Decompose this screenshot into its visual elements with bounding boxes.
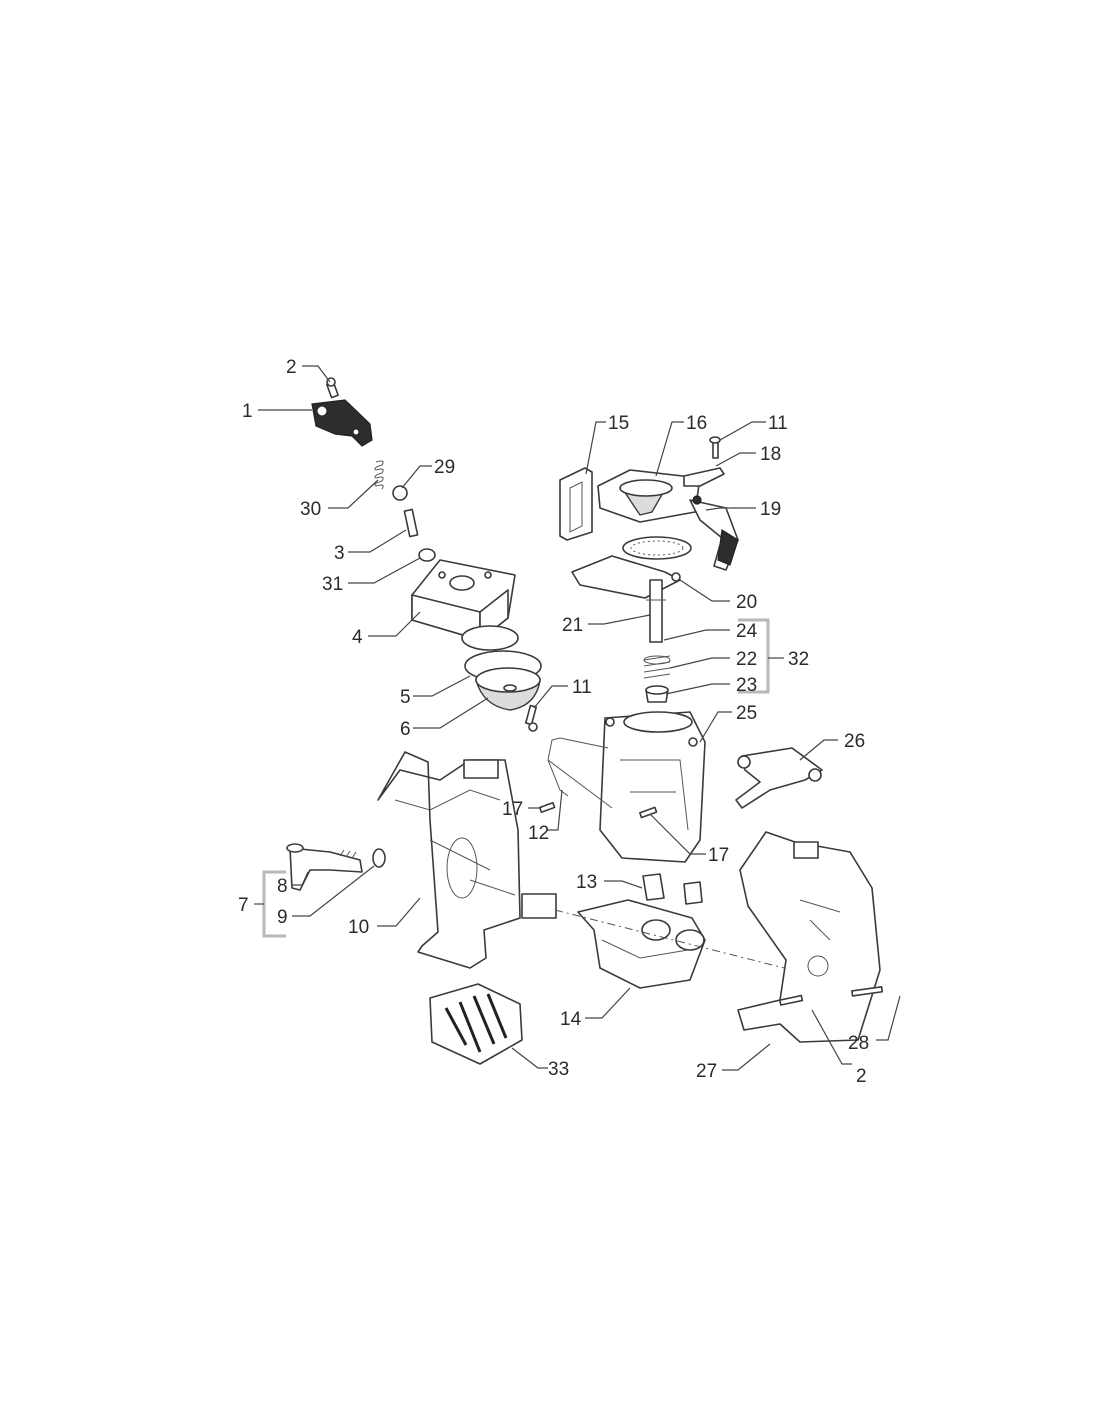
part-14-carriage [577,899,706,989]
callout-23: 23 [736,675,757,696]
part-21-shaft [646,579,666,643]
callout-20: 20 [736,592,757,613]
callout-22: 22 [736,649,757,670]
part-6-filter [475,667,541,711]
callout-17: 17 [502,799,523,820]
callout-11: 11 [572,677,592,698]
axis-line [554,909,801,973]
callout-12: 12 [528,823,549,844]
part-16-funnel [597,469,701,523]
callout-9: 9 [277,907,288,928]
part-20-plate [571,536,692,599]
part-19-lever [689,495,739,571]
part-13-block-a [642,873,665,901]
part-33-grille [429,983,523,1065]
part-12-wire-clip [547,737,613,809]
part-2-screw-bottom [779,994,804,1006]
callout-2: 2 [286,357,297,378]
part-23-cap [645,685,669,703]
callout-3: 3 [334,543,345,564]
callout-7: 7 [238,895,249,916]
callout-25: 25 [736,703,757,724]
part-1-bracket [311,399,373,447]
callout-32: 32 [788,649,809,670]
callout-5: 5 [400,687,411,708]
callout-31: 31 [322,574,343,595]
callout-24: 24 [736,621,758,642]
part-18-bracket [683,467,725,487]
leader-lines [254,365,901,1071]
part-31-o-ring [418,548,436,562]
callout-21: 21 [562,615,583,636]
callout-11: 11 [768,413,788,434]
part-30-spring [374,460,384,490]
part-11-screw-mid [524,704,538,732]
part-15-cover [559,467,593,541]
callout-26: 26 [844,731,865,752]
callout-19: 19 [760,499,781,520]
part-22-spring [643,655,671,679]
callout-29: 29 [434,457,455,478]
callout-33: 33 [548,1059,569,1080]
callout-16: 16 [686,413,707,434]
callout-1: 1 [242,401,253,422]
callout-13: 13 [576,872,597,893]
callout-30: 30 [300,499,321,520]
callout-15: 15 [608,413,629,434]
callout-27: 27 [696,1061,717,1082]
callout-28: 28 [848,1033,869,1054]
part-2-screw-top [325,377,339,399]
callout-4: 4 [352,627,363,648]
part-4-head-block [411,559,519,651]
callout-14: 14 [560,1009,582,1030]
part-3-pin [403,508,419,538]
callout-18: 18 [760,444,781,465]
part-25-housing [599,711,706,863]
part-9-o-ring [372,848,386,868]
part-8-nozzle [286,843,363,891]
part-11-screw-top [709,436,721,459]
callout-10: 10 [348,917,369,938]
part-29-ball [392,485,408,501]
callout-6: 6 [400,719,411,740]
callout-17: 17 [708,845,729,866]
part-10-left-frame [377,751,557,969]
part-26-lever-arm [735,747,823,809]
part-27-right-frame [737,831,881,1043]
callout-8: 8 [277,876,288,897]
callouts: 2 1 30 29 3 31 4 5 6 11 15 16 11 18 19 2… [238,357,869,1087]
part-13-block-b [683,881,703,905]
part-28-screw [851,985,884,997]
callout-2: 2 [856,1066,867,1087]
part-17-pin-right [638,806,658,819]
